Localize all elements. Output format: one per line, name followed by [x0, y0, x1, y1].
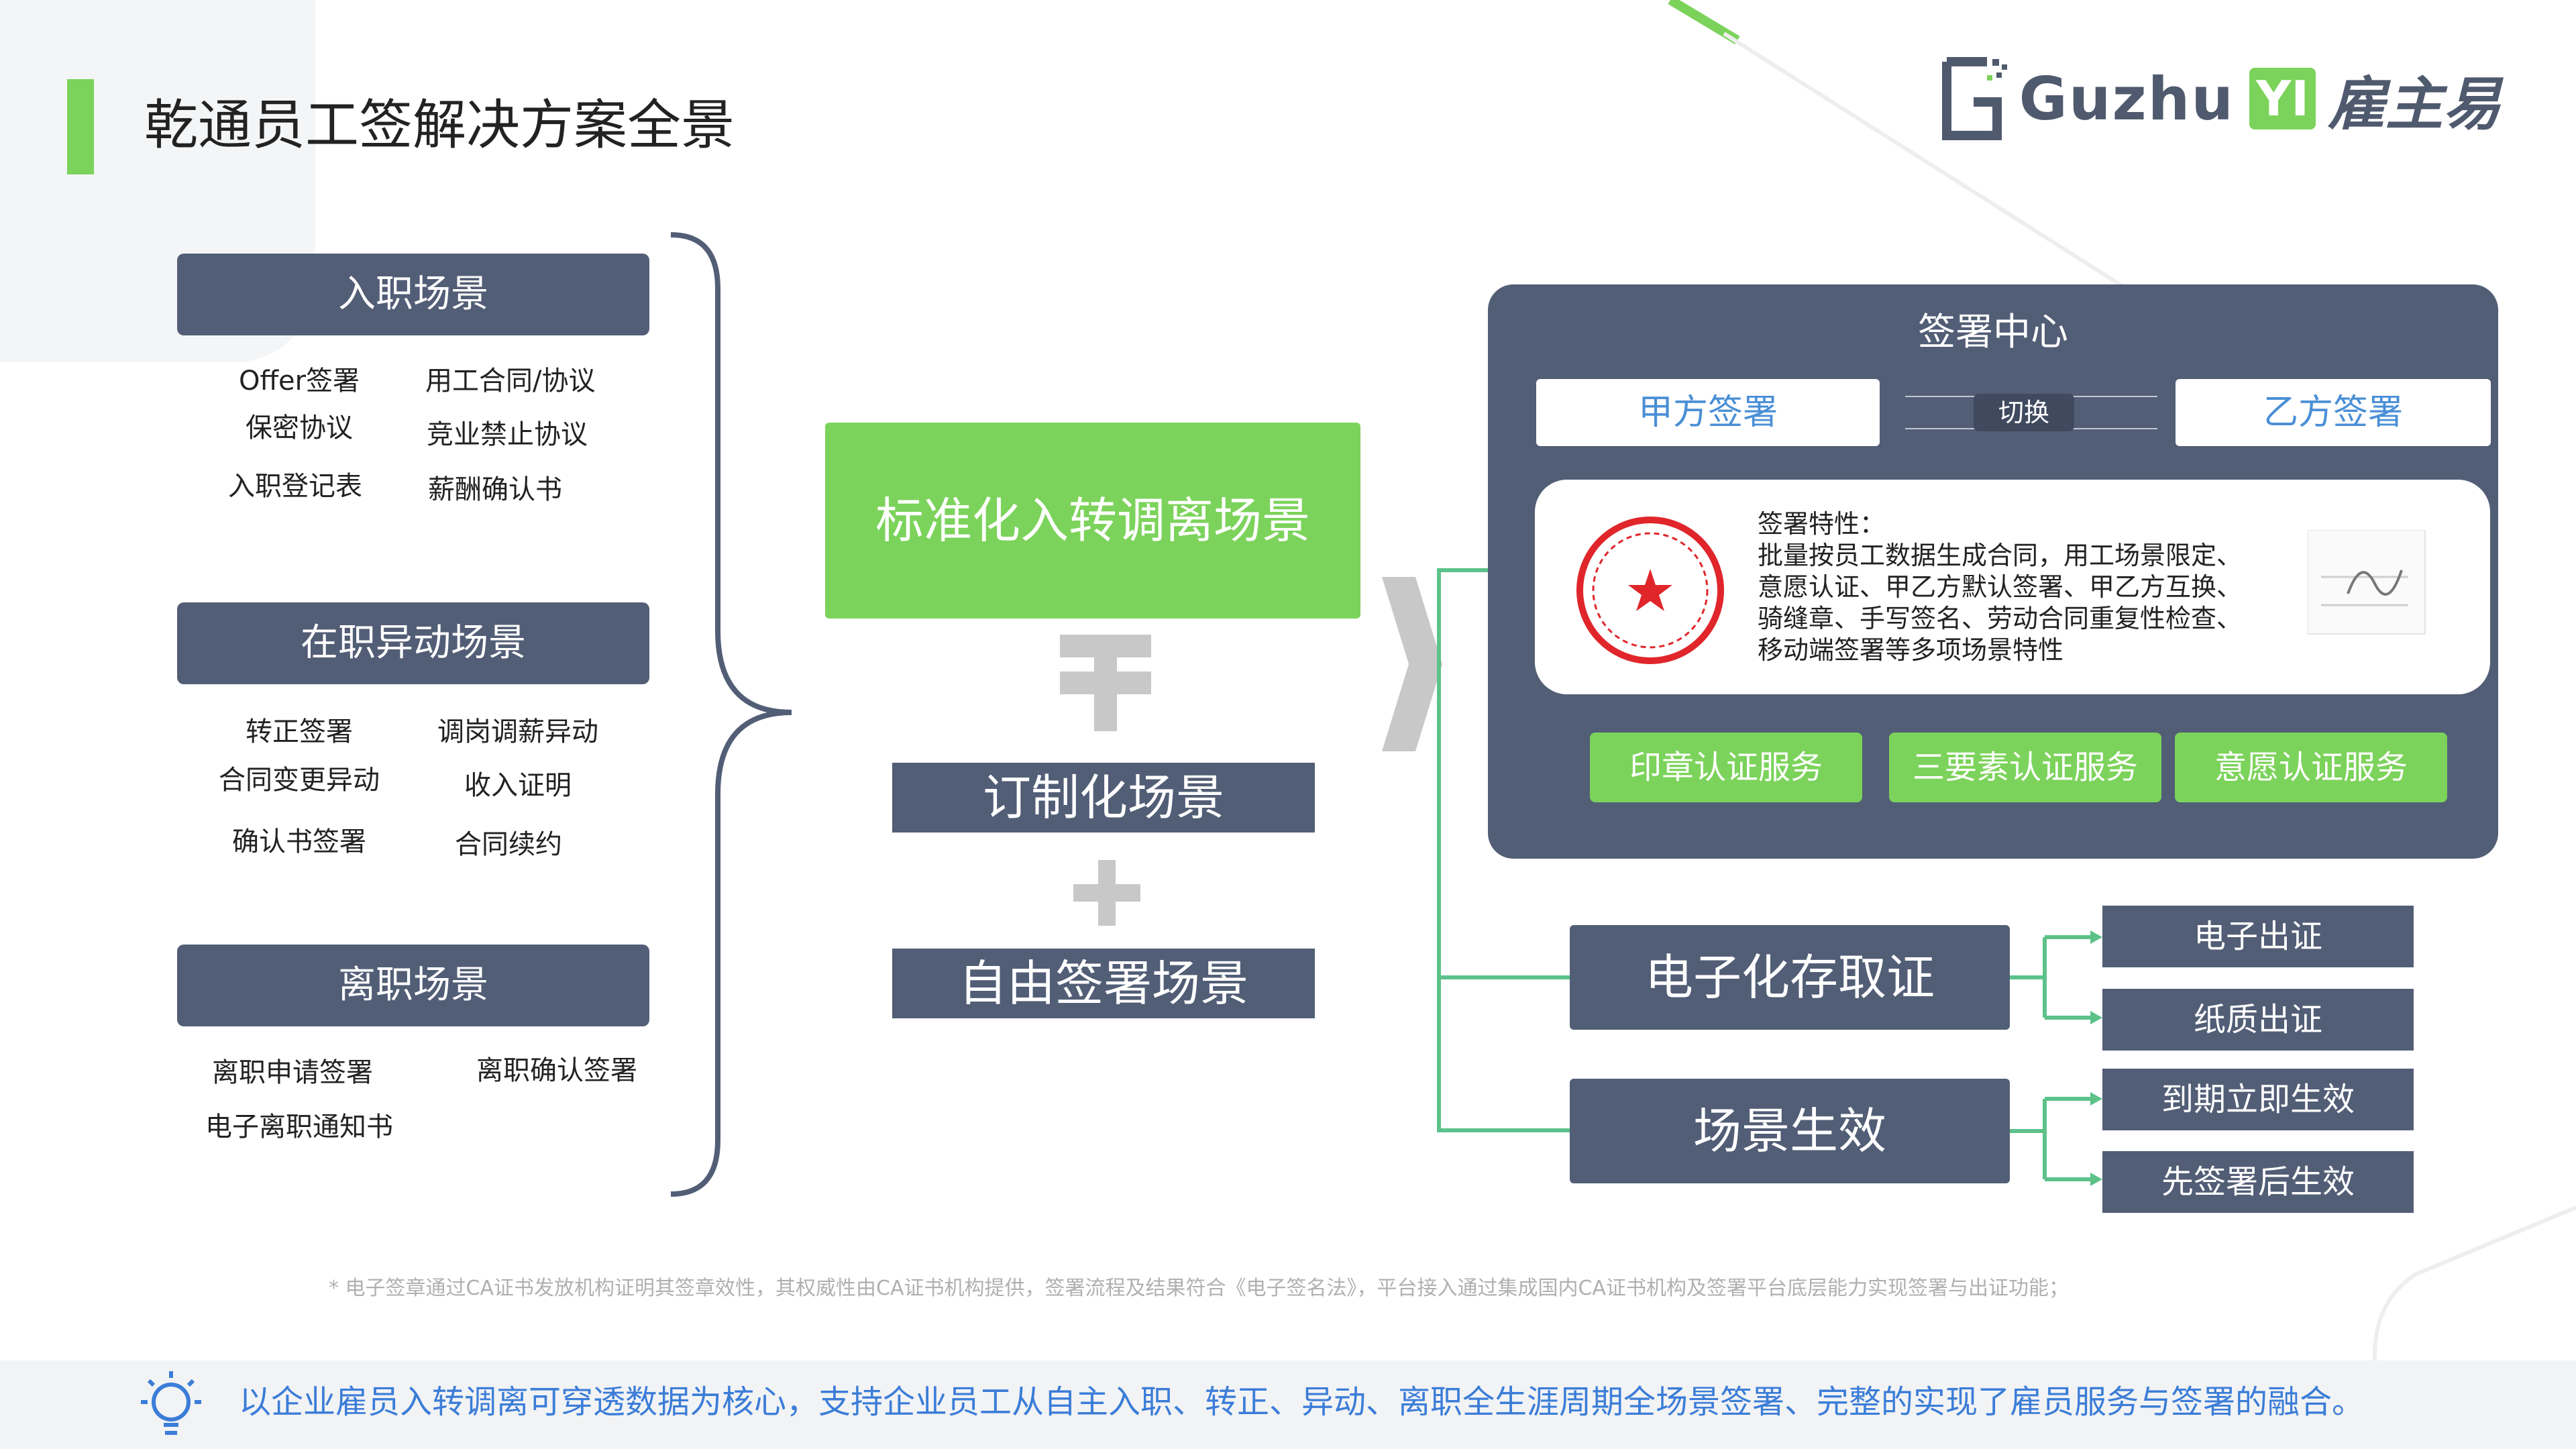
- immediate-effect-box: 到期立即生效: [2102, 1069, 2414, 1130]
- custom-scene-box: 订制化场景: [892, 763, 1315, 833]
- scene-item: 薪酬确认书: [428, 474, 562, 505]
- title-accent-bar: [67, 79, 94, 174]
- free-scene-box: 自由签署场景: [892, 949, 1315, 1018]
- scene-item: 调岗调薪异动: [437, 716, 598, 747]
- sign-center-title: 签署中心: [1918, 311, 2068, 354]
- bottom-band: [0, 1360, 2576, 1449]
- scene-item: 确认书签署: [232, 826, 366, 857]
- bottom-summary: 以企业雇员入转调离可穿透数据为核心，支持企业员工从自主入职、转正、异动、离职全生…: [239, 1383, 2365, 1421]
- brand-logo: Guzhu YI 雇主易: [1940, 55, 2501, 142]
- party-a-sign-button[interactable]: 甲方签署: [1536, 379, 1880, 446]
- scene-item: 收入证明: [464, 770, 572, 801]
- scene-item: 保密协议: [246, 413, 353, 443]
- scene-header-inservice: 在职异动场景: [177, 602, 649, 684]
- sign-then-effect-box: 先签署后生效: [2102, 1151, 2414, 1213]
- scene-item: 用工合同/协议: [425, 366, 596, 396]
- scene-item: 竞业禁止协议: [427, 419, 588, 450]
- standard-scene-box: 标准化入转调离场景: [825, 423, 1360, 619]
- seal-auth-service: 印章认证服务: [1590, 733, 1862, 802]
- footnote: * 电子签章通过CA证书发放机构证明其签章效性，其权威性由CA证书机构提供，签署…: [329, 1277, 2069, 1300]
- scene-item: 转正签署: [246, 716, 353, 747]
- willingness-auth-service: 意愿认证服务: [2175, 733, 2447, 802]
- scene-item: 合同续约: [455, 829, 562, 860]
- signature-sample-icon: [2308, 530, 2426, 635]
- electronic-evidence-box: 电子出证: [2102, 906, 2414, 967]
- lightbulb-icon: [141, 1371, 201, 1435]
- branch-connectors: [2010, 930, 2102, 1186]
- scene-header-onboard: 入职场景: [177, 254, 649, 335]
- logo-g-icon: [1941, 57, 2007, 140]
- evidence-box: 电子化存取证: [1570, 925, 2010, 1030]
- scene-item: Offer签署: [239, 366, 360, 396]
- party-b-sign-button[interactable]: 乙方签署: [2176, 379, 2491, 446]
- switch-button[interactable]: 切换: [1974, 394, 2074, 431]
- effect-box: 场景生效: [1570, 1079, 2010, 1183]
- scene-item: 电子离职通知书: [205, 1112, 393, 1142]
- scene-item: 离职申请签署: [212, 1057, 373, 1088]
- logo-badge: YI: [2249, 68, 2316, 129]
- curly-brace: [670, 232, 792, 1197]
- logo-brand-text: Guzhu: [2019, 64, 2235, 133]
- flow-connectors: [1382, 568, 1576, 1137]
- feature-text: 签署特性： 批量按员工数据生成合同，用工场景限定、 意愿认证、甲乙方默认签署、甲…: [1758, 509, 2243, 665]
- scene-item: 离职确认签署: [476, 1055, 637, 1086]
- page-title: 乾通员工签解决方案全景: [144, 94, 735, 156]
- scene-item: 入职登记表: [228, 471, 362, 502]
- logo-cn-text: 雇主易: [2328, 70, 2501, 138]
- three-factor-auth-service: 三要素认证服务: [1889, 733, 2161, 802]
- scene-header-offboard: 离职场景: [177, 945, 649, 1026]
- paper-evidence-box: 纸质出证: [2102, 989, 2414, 1051]
- scene-item: 合同变更异动: [219, 765, 380, 796]
- company-seal-icon: [1576, 517, 1724, 664]
